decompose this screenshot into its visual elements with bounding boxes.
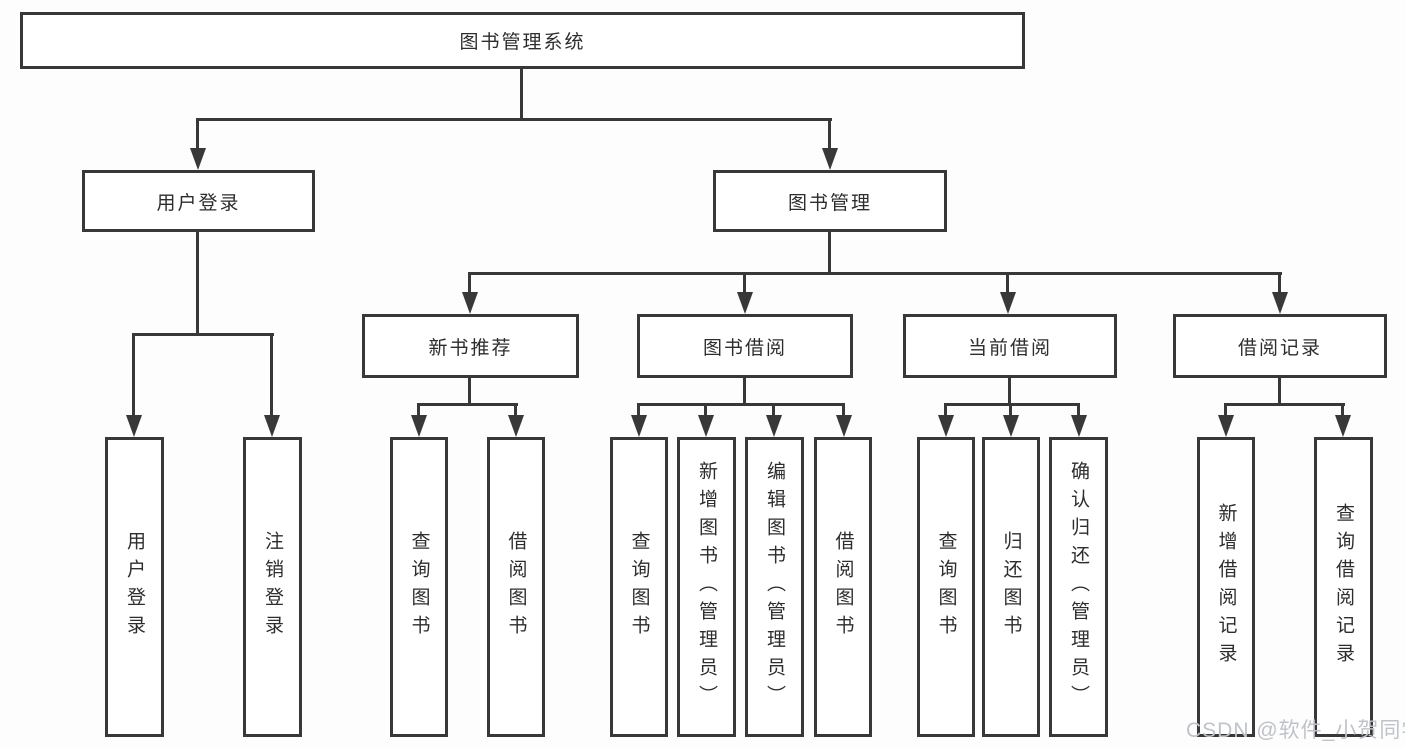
leaf-logout: 注销登录 (243, 437, 302, 737)
leaf-add-book-admin: 新增图书（管理员） (677, 437, 736, 737)
connector-line (417, 405, 420, 418)
node-borrow-records-label: 借阅记录 (1237, 337, 1322, 359)
node-book-management: 图书管理 (713, 170, 947, 232)
leaf-query-books-current: 查询图书 (917, 437, 975, 737)
leaf-query-books-borrow: 查询图书 (610, 437, 668, 737)
leaf-add-borrow-record: 新增借阅记录 (1197, 437, 1255, 737)
connector-line (196, 120, 199, 150)
leaf-confirm-return-admin: 确认归还（管理员） (1049, 437, 1108, 737)
connector-line (828, 232, 831, 275)
connector-line (944, 403, 1080, 406)
connector-line (468, 272, 1282, 275)
node-borrow-records: 借阅记录 (1173, 314, 1387, 378)
connector-arrow (1335, 415, 1351, 437)
connector-arrow (1000, 292, 1016, 314)
leaf-return-books-label: 归还图书 (1000, 531, 1022, 643)
node-book-borrow: 图书借阅 (637, 314, 853, 378)
connector-line (1278, 378, 1281, 405)
connector-line (772, 405, 775, 418)
connector-arrow (822, 148, 838, 170)
connector-arrow (1272, 292, 1288, 314)
connector-line (1278, 274, 1281, 294)
node-current-borrow: 当前借阅 (903, 314, 1117, 378)
leaf-borrow-books-recommend-label: 借阅图书 (505, 531, 527, 643)
leaf-add-book-admin-label: 新增图书（管理员） (696, 461, 717, 713)
connector-line (1224, 403, 1345, 406)
leaf-borrow-books: 借阅图书 (814, 437, 872, 737)
connector-line (468, 274, 471, 294)
node-root: 图书管理系统 (20, 12, 1025, 69)
connector-arrow (698, 415, 714, 437)
connector-line (637, 403, 845, 406)
leaf-user-login-label: 用户登录 (124, 531, 145, 643)
connector-line (944, 405, 947, 418)
connector-line (842, 405, 845, 418)
connector-arrow (631, 415, 647, 437)
connector-line (514, 405, 517, 418)
leaf-logout-label: 注销登录 (262, 531, 283, 643)
connector-line (1077, 405, 1080, 418)
connector-arrow (1071, 415, 1087, 437)
connector-line (468, 378, 471, 405)
node-new-book-recommend: 新书推荐 (362, 314, 579, 378)
connector-arrow (836, 415, 852, 437)
connector-arrow (766, 415, 782, 437)
connector-line (704, 405, 707, 418)
connector-line (270, 335, 273, 417)
connector-line (1224, 405, 1227, 418)
leaf-return-books: 归还图书 (982, 437, 1040, 737)
leaf-query-borrow-record-label: 查询借阅记录 (1333, 503, 1354, 671)
node-root-label: 图书管理系统 (459, 32, 586, 53)
connector-line (132, 333, 274, 336)
connector-line (1006, 274, 1009, 294)
leaf-query-books-borrow-label: 查询图书 (628, 531, 650, 643)
connector-line (132, 335, 135, 417)
leaf-user-login: 用户登录 (105, 437, 164, 737)
node-book-borrow-label: 图书借阅 (702, 337, 787, 359)
connector-arrow (1218, 415, 1234, 437)
leaf-query-books-recommend-label: 查询图书 (408, 531, 430, 643)
connector-line (637, 405, 640, 418)
node-user-login: 用户登录 (82, 170, 315, 232)
leaf-borrow-books-recommend: 借阅图书 (487, 437, 545, 737)
node-user-login-label: 用户登录 (156, 192, 241, 214)
connector-arrow (508, 415, 524, 437)
connector-line (1009, 405, 1012, 418)
leaf-borrow-books-label: 借阅图书 (832, 531, 854, 643)
leaf-edit-book-admin: 编辑图书（管理员） (745, 437, 804, 737)
connector-line (743, 378, 746, 405)
connector-arrow (411, 415, 427, 437)
connector-arrow (126, 415, 142, 437)
connector-arrow (190, 148, 206, 170)
connector-line (743, 274, 746, 294)
leaf-edit-book-admin-label: 编辑图书（管理员） (764, 461, 785, 713)
leaf-query-borrow-record: 查询借阅记录 (1314, 437, 1373, 737)
connector-line (417, 403, 518, 406)
csdn-watermark: CSDN @软件_小贺同学 (1186, 719, 1405, 742)
connector-line (1008, 378, 1011, 405)
node-new-book-recommend-label: 新书推荐 (428, 337, 513, 359)
connector-arrow (737, 292, 753, 314)
leaf-query-books-recommend: 查询图书 (390, 437, 448, 737)
connector-line (828, 120, 831, 150)
connector-arrow (264, 415, 280, 437)
leaf-query-books-current-label: 查询图书 (935, 531, 957, 643)
connector-line (520, 67, 523, 120)
connector-arrow (1003, 415, 1019, 437)
connector-line (196, 232, 199, 336)
connector-line (196, 118, 832, 121)
connector-arrow (938, 415, 954, 437)
connector-arrow (462, 292, 478, 314)
leaf-add-borrow-record-label: 新增借阅记录 (1215, 503, 1237, 671)
node-current-borrow-label: 当前借阅 (967, 337, 1052, 359)
connector-line (1341, 405, 1344, 418)
leaf-confirm-return-admin-label: 确认归还（管理员） (1068, 461, 1089, 713)
node-book-management-label: 图书管理 (787, 192, 872, 214)
